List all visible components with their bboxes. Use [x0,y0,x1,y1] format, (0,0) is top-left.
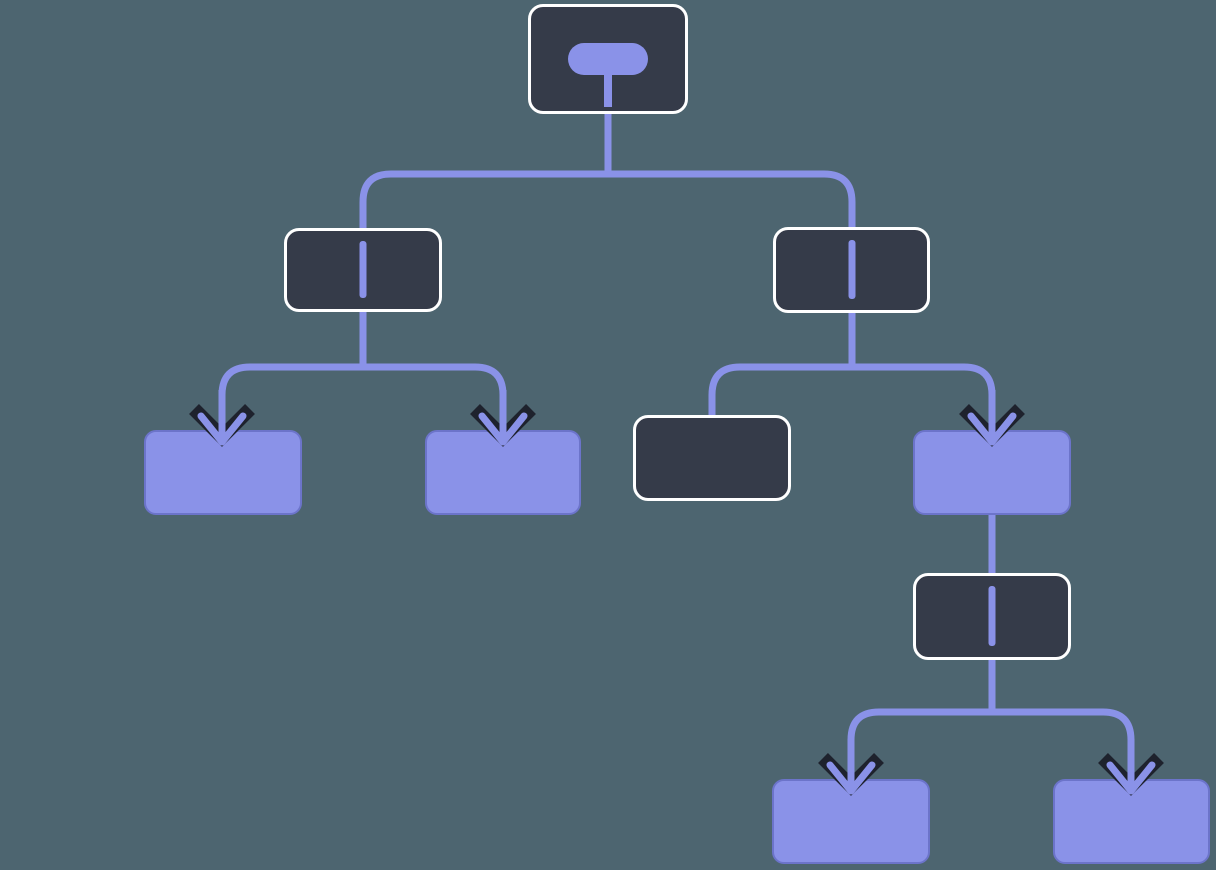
tree-node-branch-left[interactable] [284,228,442,312]
root-pill-stem-icon [604,69,612,107]
tree-node-branch-right[interactable] [773,227,930,313]
connector-line [359,170,856,232]
connector-line [708,363,996,434]
connector-line [218,363,507,434]
tree-node-leaf-2[interactable] [425,430,581,515]
tree-node-leaf-3[interactable] [913,430,1071,515]
tree-node-leaf-5[interactable] [1053,779,1210,864]
tree-node-node-plain[interactable] [633,415,791,501]
pass-through-line-icon [848,240,855,299]
tree-node-root[interactable] [528,4,688,114]
pass-through-line-icon [988,586,996,646]
tree-node-leaf-1[interactable] [144,430,302,515]
tree-node-leaf-4[interactable] [772,779,930,864]
connector-line [847,708,1135,782]
pass-through-line-icon [359,241,367,298]
tree-node-branch-lower[interactable] [913,573,1071,660]
